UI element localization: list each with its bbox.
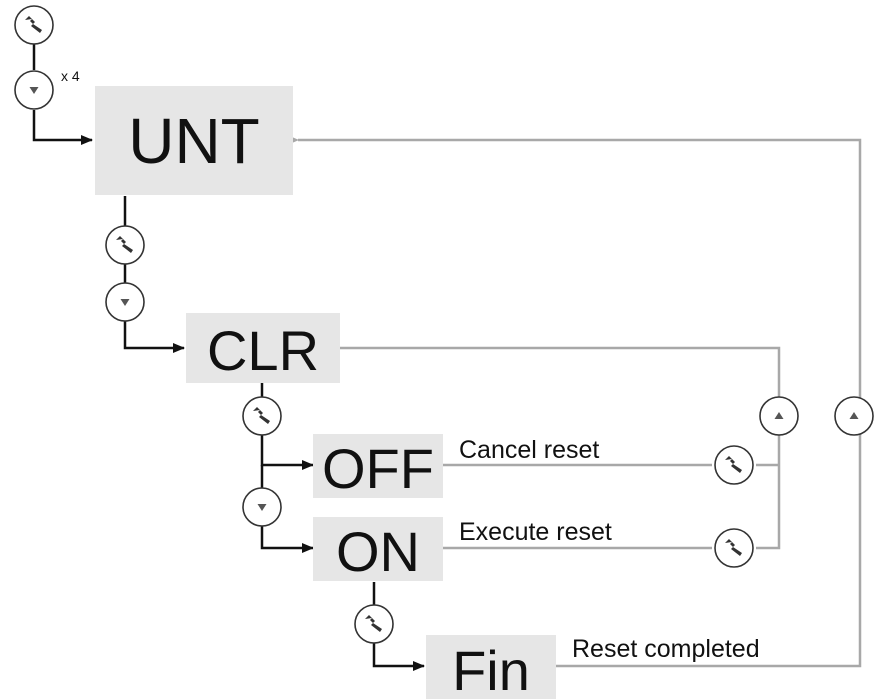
state-on: ON [313, 517, 443, 583]
down-arrow-icon [120, 299, 130, 306]
reset-completed-label: Reset completed [572, 635, 760, 663]
up-arrow-icon [849, 412, 859, 419]
down-arrow-icon [257, 504, 267, 511]
state-fin: Fin [426, 635, 556, 699]
state-unt: UNT [95, 86, 293, 195]
down-key-start [14, 70, 54, 110]
flow-line-to-off [260, 434, 314, 470]
down-key-unt [105, 282, 145, 322]
up-arrow-icon [774, 412, 784, 419]
repeat-label: x 4 [61, 68, 80, 84]
state-off-label: OFF [322, 437, 434, 500]
state-unt-label: UNT [128, 105, 260, 177]
setup-key-execute [714, 528, 754, 568]
flow-line-to-on [260, 526, 314, 553]
state-clr-label: CLR [207, 319, 319, 382]
down-arrow-icon [29, 87, 39, 94]
state-fin-label: Fin [452, 639, 530, 699]
up-key-unt [834, 396, 874, 436]
down-key-off [242, 487, 282, 527]
flow-line-to-fin [372, 642, 425, 671]
execute-reset-label: Execute reset [459, 518, 612, 546]
state-clr: CLR [186, 313, 340, 383]
setup-key-clr [242, 396, 282, 436]
up-key-clr [759, 396, 799, 436]
setup-key-start [14, 5, 54, 45]
state-on-label: ON [336, 520, 420, 583]
return-line-clr [340, 346, 781, 550]
setup-key-on [354, 604, 394, 644]
setup-key-unt [105, 225, 145, 265]
flow-line-to-unt [32, 110, 93, 145]
flow-line-to-clr [123, 320, 185, 353]
state-off: OFF [313, 434, 443, 500]
cancel-reset-label: Cancel reset [459, 436, 599, 464]
setup-key-cancel [714, 445, 754, 485]
